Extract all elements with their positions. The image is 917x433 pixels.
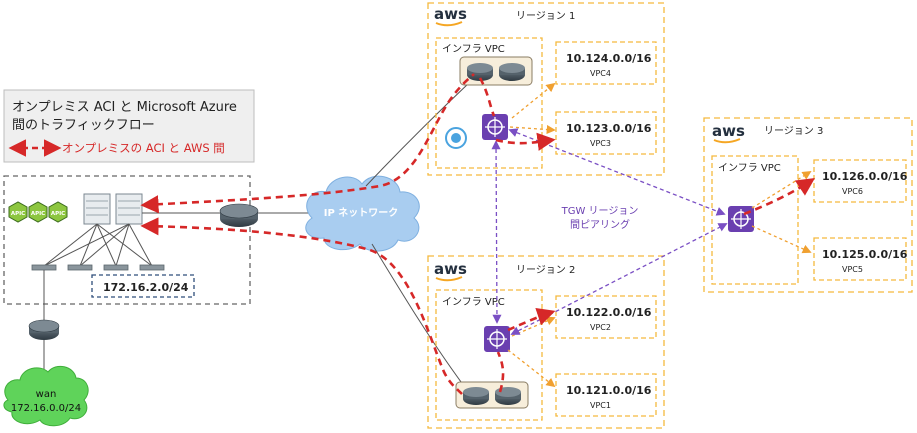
ip-network-cloud-icon [305,175,420,252]
tgw-peering-line1: TGW リージョン [561,206,639,217]
router-icon [463,387,489,405]
onprem-site: APIC APIC APIC [3,175,251,305]
onprem-subnet: 172.16.2.0/24 [103,281,189,294]
legend-title-line2: 間のトラフィックフロー [12,118,155,133]
infra-vpc-box [435,289,543,421]
region-2: aws リージョン 2 インフラ VPC 10.122.0.0/16 VPC2 … [427,255,665,429]
fabric-links [43,223,153,267]
router-icon [28,319,60,340]
router-icon [219,203,259,227]
router-icon [495,387,521,405]
underlay-links [365,81,471,387]
leaf-switches [31,264,165,271]
svg-text:APIC: APIC [51,211,65,217]
aws-logo: aws [434,260,467,278]
region-1: aws リージョン 1 インフラ VPC 10.124.0.0/16 VPC4 … [427,2,665,176]
transit-gateway-icon [482,114,508,140]
vpc-name: VPC5 [842,265,863,274]
vpc-cidr: 10.124.0.0/16 [566,52,652,65]
vpc-cidr: 10.126.0.0/16 [822,170,908,183]
infra-vpc-label: インフラ VPC [718,162,781,174]
region-2-title: リージョン 2 [516,265,575,276]
spine-switch-icon [83,193,111,225]
ip-network-label: IP ネットワーク [324,207,399,219]
wan-cloud-icon [3,365,89,427]
router-icon [467,63,493,81]
svg-text:APIC: APIC [31,211,45,217]
traffic-flows [140,73,816,395]
legend-title-line1: オンプレミス ACI と Microsoft Azure [12,100,237,115]
vpn-gateway-icon [445,127,467,149]
vpc-box [813,159,907,203]
infra-vpc-box [435,37,543,169]
wan-subnet: 172.16.0.0/24 [11,403,81,414]
vpc-name: VPC6 [842,187,863,196]
infra-vpc-label: インフラ VPC [442,43,505,55]
region-1-title: リージョン 1 [516,11,575,22]
tgw-peering-links [491,128,728,335]
transit-gateway-icon [484,326,510,352]
legend-box: オンプレミス ACI と Microsoft Azure 間のトラフィックフロー… [3,89,255,163]
vpc-cidr: 10.123.0.0/16 [566,122,652,135]
vpc-cidr: 10.121.0.0/16 [566,384,652,397]
infra-vpc-box [711,155,799,285]
vpc-box [813,237,907,281]
vpc-box [555,373,657,417]
apic-cluster-icon: APIC APIC APIC [8,201,68,223]
spine-switch-icon [115,193,143,225]
infra-vpc-label: インフラ VPC [442,296,505,308]
vpc-cidr: 10.122.0.0/16 [566,306,652,319]
aws-logo: aws [434,5,467,23]
tgw-peering-line2: 間ピアリング [570,218,630,231]
vpc-name: VPC1 [590,401,611,410]
vpc-name: VPC2 [590,323,611,332]
svg-text:APIC: APIC [11,211,25,217]
legend-entry: オンプレミスの ACI と AWS 間 [62,141,225,155]
vpc-name: VPC4 [590,69,611,78]
region-3: aws リージョン 3 インフラ VPC 10.126.0.0/16 VPC6 … [703,117,913,293]
vpc-box [555,41,657,85]
wan-name: wan [36,389,57,400]
vpc-name: VPC3 [590,139,611,148]
subnet-box [91,274,195,298]
transit-gateway-icon [728,206,754,232]
vpc-cidr: 10.125.0.0/16 [822,248,908,261]
aws-logo: aws [712,122,745,140]
router-icon [499,63,525,81]
region-3-title: リージョン 3 [764,126,823,137]
